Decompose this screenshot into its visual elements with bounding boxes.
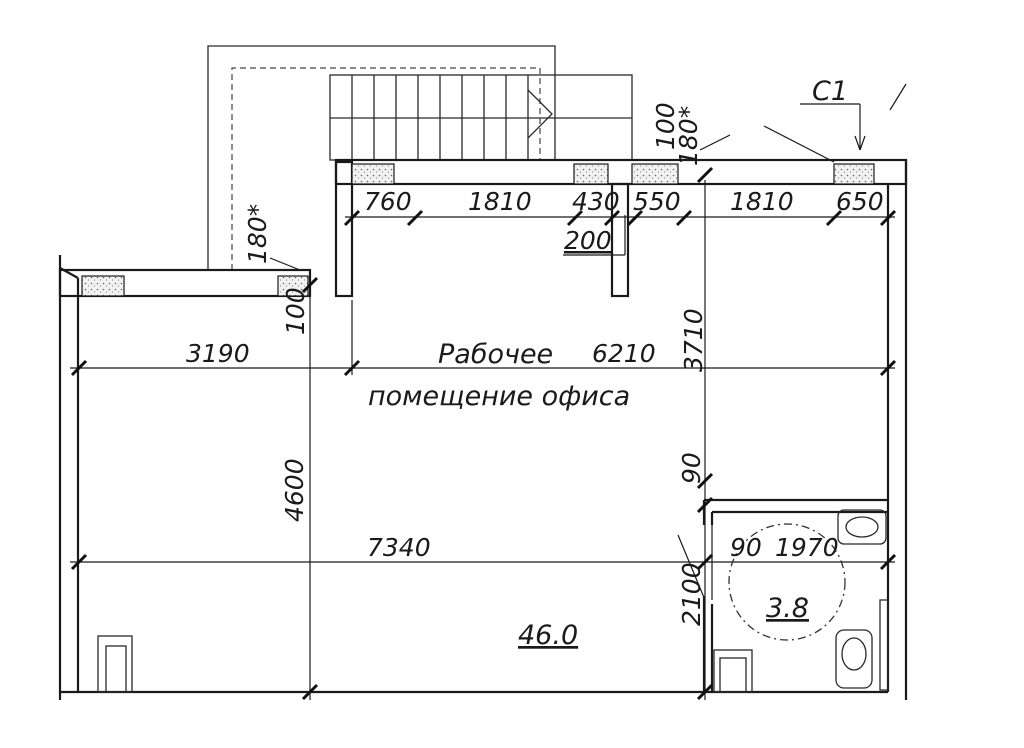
dim-180-left: 180* (243, 204, 272, 264)
dim-3190: 3190 (186, 339, 250, 368)
dim-760: 760 (364, 187, 412, 216)
dim-1810-left: 1810 (468, 187, 532, 216)
dim-2100: 2100 (677, 562, 706, 626)
labels: Рабочее помещение офиса 46.0 3.8 С1 760 … (186, 76, 884, 651)
dim-4600: 4600 (280, 458, 309, 522)
dim-1970: 1970 (775, 533, 839, 562)
section-mark-c1: С1 (812, 76, 848, 107)
dimension-lines (70, 83, 907, 701)
dim-200: 200 (564, 226, 612, 255)
fixtures (97, 509, 889, 693)
dim-90-vertical: 90 (677, 452, 706, 484)
bathroom-area-circle (728, 523, 846, 641)
dim-1810-right: 1810 (730, 187, 794, 216)
room-name-line2: помещение офиса (368, 381, 630, 412)
dim-180-top: 180* (674, 106, 703, 166)
dim-7340: 7340 (367, 533, 431, 562)
room-area: 46.0 (518, 620, 578, 651)
staircase (207, 45, 633, 270)
dim-100-left: 100 (281, 287, 310, 335)
dim-550: 550 (633, 187, 681, 216)
dim-100-top: 100 (651, 102, 680, 150)
dim-430: 430 (572, 187, 620, 216)
bathroom-area: 3.8 (766, 593, 809, 624)
room-name-line1: Рабочее (438, 339, 553, 370)
dim-3710: 3710 (679, 308, 708, 372)
dim-650: 650 (836, 187, 884, 216)
dim-90-horizontal: 90 (730, 533, 762, 562)
walls (58, 158, 908, 700)
dim-6210: 6210 (592, 339, 656, 368)
